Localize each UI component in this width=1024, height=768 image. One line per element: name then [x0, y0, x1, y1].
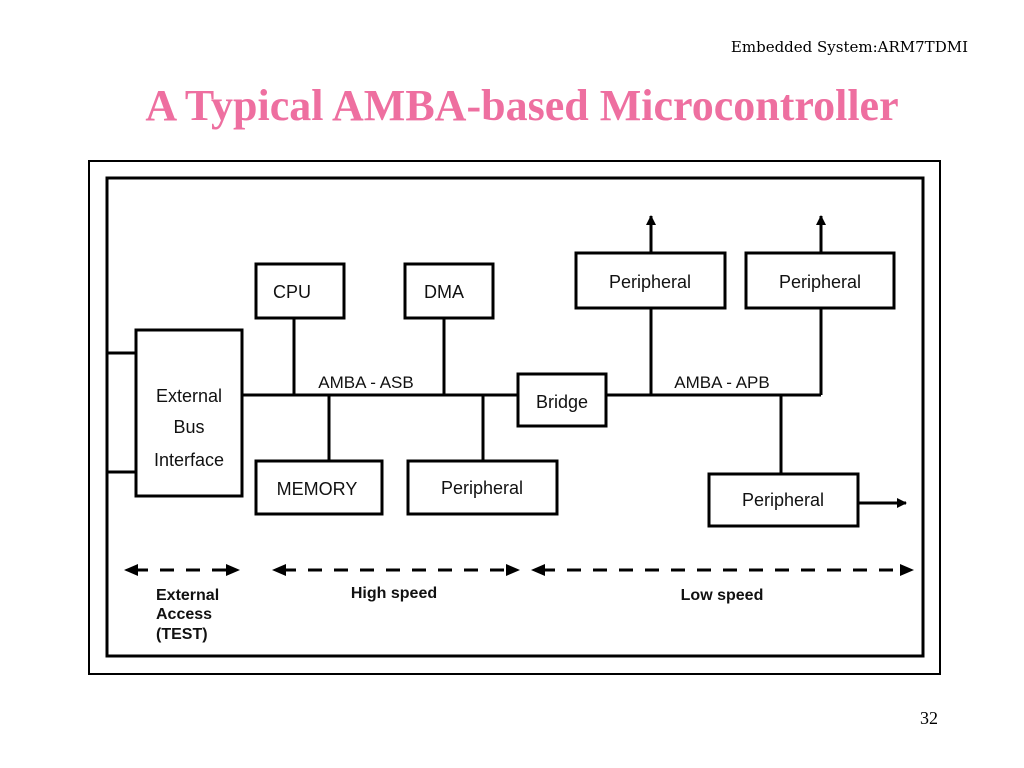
low-speed-zone-arrow: [531, 564, 914, 576]
peripheral-asb-label: Peripheral: [441, 478, 523, 498]
ebi-label-line1: External: [156, 386, 222, 406]
external-access-line2: Access: [156, 606, 212, 623]
speed-zones: [124, 564, 914, 576]
asb-bus-label: AMBA - ASB: [318, 373, 413, 392]
ebi-label-line2: Bus: [173, 417, 204, 437]
slide-title: A Typical AMBA-based Microcontroller: [145, 81, 899, 130]
peripheral-tl-block: Peripheral: [574, 251, 727, 310]
peripheral-bottom-block: Peripheral: [707, 472, 860, 528]
dma-label: DMA: [424, 282, 464, 302]
external-access-line1: External: [156, 587, 219, 604]
external-bus-interface-block: External Bus Interface: [134, 328, 244, 498]
ebi-label-line3: Interface: [154, 450, 224, 470]
peripheral-tr-label: Peripheral: [779, 272, 861, 292]
peripheral-tl-label: Peripheral: [609, 272, 691, 292]
bridge-label: Bridge: [536, 392, 588, 412]
cpu-block: CPU: [254, 262, 346, 320]
peripheral-bottom-label: Peripheral: [742, 490, 824, 510]
high-speed-label: High speed: [351, 585, 437, 602]
peripheral-tr-block: Peripheral: [744, 251, 896, 310]
apb-bus-label: AMBA - APB: [674, 373, 769, 392]
low-speed-label: Low speed: [681, 587, 764, 604]
external-zone-arrow: [124, 564, 240, 576]
peripheral-asb-block: Peripheral: [406, 459, 559, 516]
bridge-block: Bridge: [516, 372, 608, 428]
external-access-line3: (TEST): [156, 626, 208, 643]
dma-block: DMA: [403, 262, 495, 320]
high-speed-zone-arrow: [272, 564, 520, 576]
header-note: Embedded System:ARM7TDMI: [730, 38, 968, 56]
cpu-label: CPU: [273, 282, 311, 302]
memory-label: MEMORY: [277, 479, 358, 499]
outer-frame: [88, 160, 941, 675]
bus-lines: [107, 215, 907, 508]
inner-frame: [105, 176, 925, 658]
page-number: 32: [920, 708, 938, 728]
memory-block: MEMORY: [254, 459, 384, 516]
